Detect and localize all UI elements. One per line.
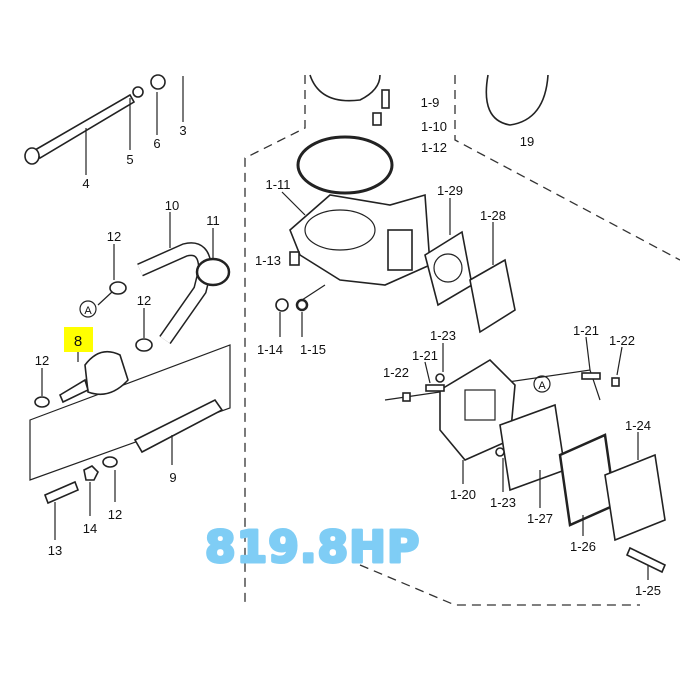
highlight-part-8 bbox=[64, 327, 93, 352]
label-1-12: 1-12 bbox=[421, 140, 447, 155]
part-11-grommet bbox=[195, 257, 231, 287]
part-1-23-screw bbox=[435, 373, 445, 383]
label-1-11: 1-11 bbox=[265, 177, 290, 192]
part-9-pipe bbox=[133, 398, 224, 454]
label-1-15: 1-15 bbox=[300, 342, 326, 357]
label-8: 8 bbox=[74, 333, 82, 350]
part-1-25-screw bbox=[625, 546, 667, 574]
label-6: 6 bbox=[153, 136, 160, 151]
part-1-24-cover bbox=[604, 453, 666, 542]
label-1-20: 1-20 bbox=[450, 487, 476, 502]
part-housing bbox=[309, 74, 381, 102]
part-1-29-gasket bbox=[424, 230, 473, 307]
label-9: 9 bbox=[169, 470, 176, 485]
part-12-clamp bbox=[102, 456, 118, 468]
label-1-26: 1-26 bbox=[570, 539, 596, 554]
subassembly-box bbox=[29, 344, 231, 481]
part-8-fuel-filter bbox=[84, 350, 129, 396]
part-13-fitting bbox=[43, 480, 80, 505]
part-1-12-oring bbox=[296, 135, 394, 195]
label-11: 11 bbox=[206, 213, 220, 228]
part-1-10-screw bbox=[372, 112, 382, 126]
label-1-29: 1-29 bbox=[437, 183, 463, 198]
part-19-cover bbox=[485, 74, 549, 126]
label-12: 12 bbox=[107, 229, 121, 244]
label-19: 19 bbox=[520, 134, 534, 149]
part-1-21-pin bbox=[581, 372, 601, 380]
label-1-23: 1-23 bbox=[430, 328, 456, 343]
label-1-27: 1-27 bbox=[527, 511, 553, 526]
part-12-clamp bbox=[135, 338, 153, 352]
label-13: 13 bbox=[48, 543, 62, 558]
label-a: A bbox=[84, 305, 92, 317]
label-1-13: 1-13 bbox=[255, 253, 281, 268]
label-4: 4 bbox=[82, 176, 89, 191]
label-1-9: 1-9 bbox=[421, 95, 440, 110]
label-1-22: 1-22 bbox=[383, 365, 409, 380]
part-1-22-screw bbox=[402, 392, 411, 402]
label-1-21: 1-21 bbox=[412, 348, 438, 363]
label-5: 5 bbox=[126, 152, 133, 167]
part-1-13-screw bbox=[289, 251, 300, 266]
part-1-9-pin bbox=[381, 89, 390, 109]
part-6-washer bbox=[150, 74, 166, 90]
part-1-28-plate bbox=[469, 258, 516, 334]
label-12: 12 bbox=[35, 353, 49, 368]
part-1-22-screw bbox=[611, 377, 620, 387]
label-1-14: 1-14 bbox=[257, 342, 283, 357]
reference-circle-a bbox=[79, 300, 97, 318]
part-12-clamp bbox=[109, 281, 127, 295]
part-1-14-plug bbox=[275, 298, 289, 312]
label-3: 3 bbox=[179, 123, 186, 138]
part-4-bolt bbox=[33, 93, 136, 160]
label-1-10: 1-10 bbox=[421, 119, 447, 134]
label-1-24: 1-24 bbox=[625, 418, 651, 433]
part-14-nut bbox=[83, 465, 99, 481]
assembly-boundary bbox=[359, 564, 640, 606]
part-12-clamp bbox=[34, 396, 50, 408]
reference-circle-a bbox=[533, 375, 551, 393]
part-4-bolt-head bbox=[24, 147, 40, 165]
label-12: 12 bbox=[137, 293, 151, 308]
part-1-21-pin bbox=[425, 384, 445, 392]
part-1-23-screw bbox=[495, 447, 505, 457]
part-1-11-port bbox=[387, 229, 413, 271]
label-12: 12 bbox=[108, 507, 122, 522]
label-1-23: 1-23 bbox=[490, 495, 516, 510]
label-1-22: 1-22 bbox=[609, 333, 635, 348]
label-1-21: 1-21 bbox=[573, 323, 599, 338]
assembly-boundary bbox=[454, 75, 680, 261]
handwritten-model-annotation: 819.8HP bbox=[205, 522, 420, 573]
label-14: 14 bbox=[83, 521, 97, 536]
label-1-28: 1-28 bbox=[480, 208, 506, 223]
part-5-washer bbox=[132, 86, 144, 98]
label-a: A bbox=[538, 380, 546, 392]
label-10: 10 bbox=[165, 198, 179, 213]
label-1-25: 1-25 bbox=[635, 583, 661, 598]
part-1-15-oring bbox=[295, 298, 309, 312]
